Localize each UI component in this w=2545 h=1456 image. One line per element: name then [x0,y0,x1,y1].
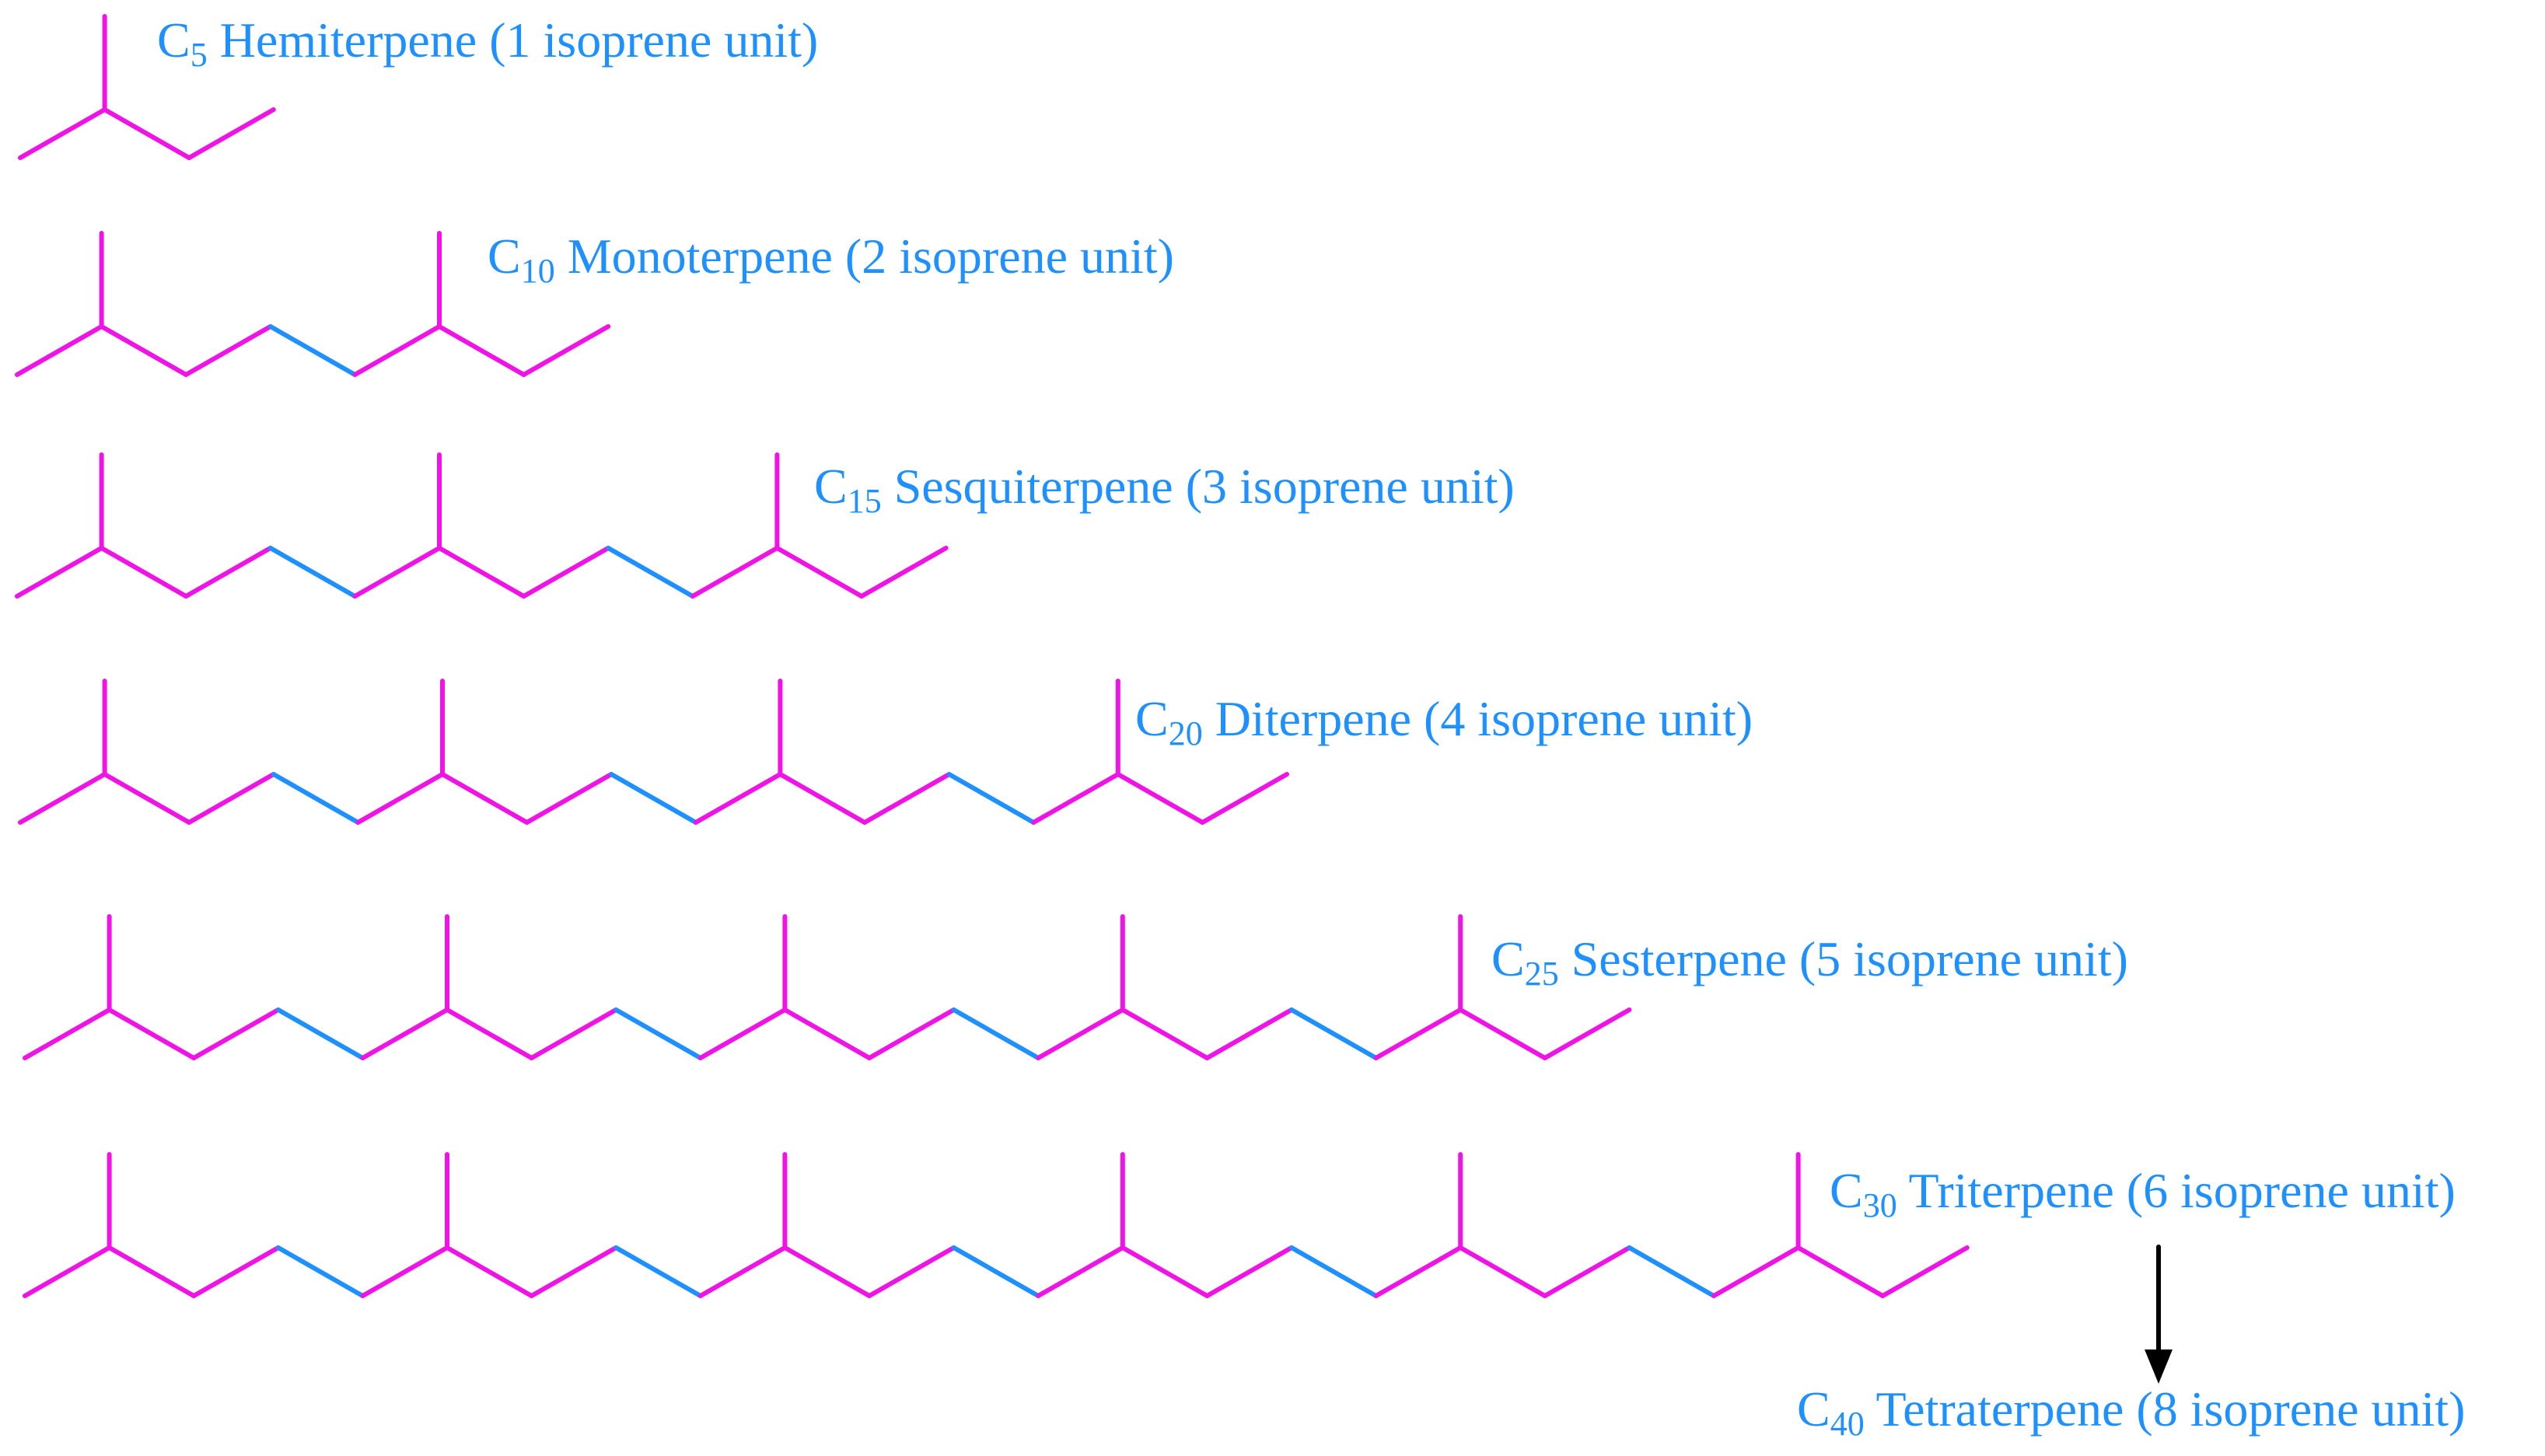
unit-link-bond [951,1245,1041,1298]
isoprene-bond [107,1007,197,1060]
isoprene-bond [184,546,273,599]
unit-link-bond [275,1007,365,1060]
isoprene-bond [1115,772,1205,825]
isoprene-bond [1795,1245,1886,1298]
label-hemiterpene: C5 Hemiterpene (1 isoprene unit) [157,12,819,74]
label-triterpene: C30 Triterpene (6 isoprene unit) [1830,1163,2456,1224]
isoprene-bond [355,772,445,825]
isoprene-bond [18,772,107,825]
isoprene-bond [18,107,107,160]
isoprene-bond [23,1245,112,1298]
isoprene-bond [1036,1007,1125,1060]
isoprene-bond [23,1007,112,1060]
isoprene-bond [1458,1007,1547,1060]
isoprene-bond [867,1007,956,1060]
isoprene-bond [521,546,611,599]
isoprene-bond [867,1245,956,1298]
isoprene-bond [859,546,949,599]
label-sesterpene: C25 Sesterpene (5 isoprene unit) [1491,931,2128,993]
isoprene-bond [184,324,273,377]
isoprene-bond [1711,1245,1801,1298]
isoprene-bond [1373,1007,1463,1060]
isoprene-bond [690,546,780,599]
isoprene-bond [529,1245,619,1298]
isoprene-bond [1036,1245,1125,1298]
unit-link-bond [614,1007,703,1060]
label-monoterpene: C10 Monoterpene (2 isoprene unit) [488,229,1174,290]
isoprene-bond [445,1245,534,1298]
unit-link-bond [1289,1245,1379,1298]
unit-link-bond [271,772,361,825]
isoprene-bond [778,772,867,825]
isoprene-bond [1204,1007,1294,1060]
isoprene-bond [1373,1245,1463,1298]
isoprene-bond [1120,1007,1210,1060]
isoprene-bond [1542,1245,1632,1298]
isoprene-bond [437,546,526,599]
isoprene-bond [360,1245,449,1298]
isoprene-bond [1880,1245,1970,1298]
isoprene-bond [187,772,276,825]
isoprene-bond [352,546,442,599]
isoprene-bond [1458,1245,1547,1298]
label-diterpene: C20 Diterpene (4 isoprene unit) [1135,691,1753,752]
unit-link-bond [606,546,695,599]
isoprene-bond [1542,1007,1632,1060]
isoprene-bond [862,772,952,825]
unit-link-bond [609,772,698,825]
isoprene-bond [521,324,611,377]
isoprene-bond [440,772,530,825]
isoprene-bond [99,546,189,599]
isoprene-bond [524,772,614,825]
isoprene-bond [191,1245,281,1298]
isoprene-bond [1204,1245,1294,1298]
isoprene-bond [15,324,104,377]
isoprene-bond [102,107,192,160]
unit-link-bond [267,546,358,599]
isoprene-bond [99,324,189,377]
unit-link-bond [267,324,358,377]
isoprene-bond [437,324,526,377]
isoprene-bond [697,1007,788,1060]
unit-link-bond [1627,1245,1716,1298]
isoprene-bond [15,546,104,599]
isoprene-bond [107,1245,197,1298]
isoprene-bond [187,107,276,160]
isoprene-bond [102,772,192,825]
isoprene-bond [1120,1245,1210,1298]
isoprene-bond [352,324,442,377]
isoprene-bond [191,1007,281,1060]
isoprene-bond [774,546,864,599]
isoprene-bond [697,1245,788,1298]
label-tetraterpene: C40 Tetraterpene (8 isoprene unit) [1797,1381,2466,1443]
arrow-head [2145,1350,2173,1384]
unit-link-bond [946,772,1037,825]
isoprene-bond [693,772,783,825]
isoprene-bond [1200,772,1289,825]
unit-link-bond [275,1245,365,1298]
isoprene-bond [1031,772,1120,825]
isoprene-bond [445,1007,534,1060]
unit-link-bond [1289,1007,1379,1060]
unit-link-bond [614,1245,703,1298]
isoprene-bond [529,1007,619,1060]
unit-link-bond [951,1007,1041,1060]
label-sesquiterpene: C15 Sesquiterpene (3 isoprene unit) [814,459,1515,520]
isoprene-bond [782,1245,872,1298]
isoprene-bond [782,1007,872,1060]
isoprene-bond [360,1007,449,1060]
